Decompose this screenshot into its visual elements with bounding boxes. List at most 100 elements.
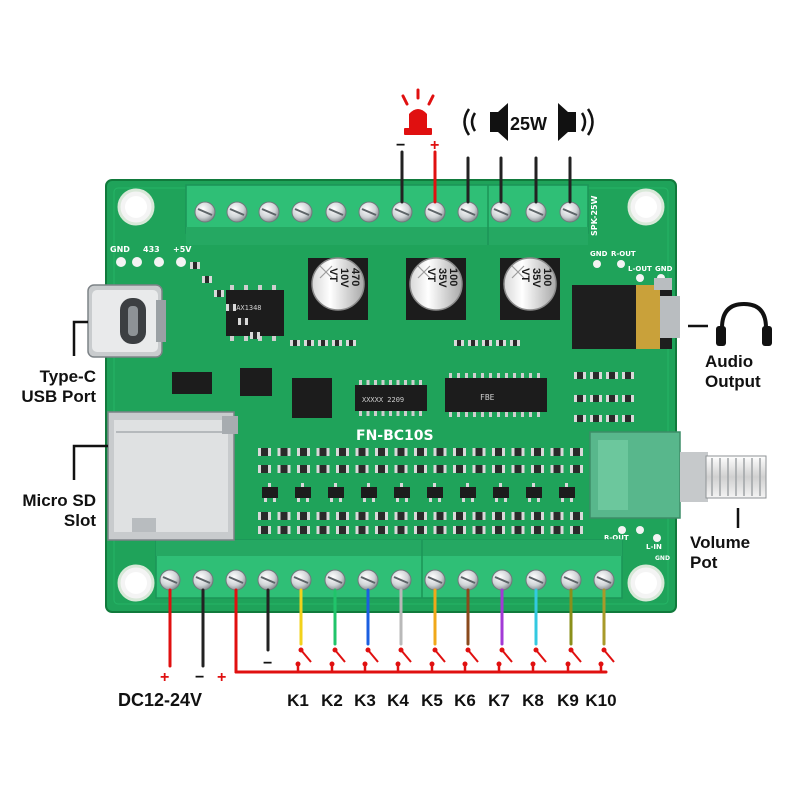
- alarm-light-icon: [401, 88, 435, 135]
- smd-component: [318, 340, 328, 346]
- smd-component: [258, 465, 271, 473]
- wiring: [168, 150, 615, 674]
- audio-label-line2: Output: [705, 372, 761, 391]
- silk-5v: +5V: [173, 245, 192, 254]
- smd-component: [375, 512, 388, 520]
- mounting-hole: [627, 188, 665, 226]
- key-switch-icon: [598, 647, 615, 672]
- smd-component: [622, 415, 634, 422]
- smd-component: [277, 512, 291, 520]
- power-minus: −: [195, 669, 204, 686]
- amp-ic: XXXXX 2209: [355, 385, 427, 411]
- smd-component: [622, 372, 634, 379]
- terminal-screw-top: [391, 201, 413, 223]
- terminal-screw-bottom: [593, 569, 615, 591]
- smd-component: [482, 340, 492, 346]
- volume-label-line1: Volume: [690, 533, 750, 552]
- amp-ic-label: XXXXX 2209: [362, 396, 404, 404]
- smd-component: [511, 526, 525, 534]
- smd-component: [570, 512, 583, 520]
- transistor: [559, 483, 575, 502]
- common-plus: +: [217, 669, 226, 686]
- smd-component: [414, 512, 427, 520]
- terminal-screw-top: [258, 201, 280, 223]
- smd-component: [394, 526, 408, 534]
- terminal-screw-top: [291, 201, 313, 223]
- smd-component: [190, 262, 200, 269]
- mounting-hole: [117, 564, 155, 602]
- key-label: K4: [387, 691, 409, 710]
- smd-component: [606, 372, 618, 379]
- smd-component: [472, 465, 486, 473]
- smd-component: [336, 526, 349, 534]
- smd-component: [277, 448, 291, 456]
- speaker-power: 25W: [510, 114, 547, 134]
- smd-component: [355, 465, 369, 473]
- smd-component: [531, 526, 544, 534]
- smd-component: [433, 448, 447, 456]
- key-switch-icon: [530, 647, 547, 672]
- mounting-hole: [627, 564, 665, 602]
- smd-component: [453, 512, 466, 520]
- terminal-screw-top: [325, 201, 347, 223]
- smd-component: [238, 318, 248, 325]
- transistor: [394, 483, 410, 502]
- smd-component: [453, 465, 466, 473]
- key-label: K1: [287, 691, 309, 710]
- smd-component: [433, 512, 447, 520]
- capacitor-label: VT: [327, 268, 339, 282]
- smd-component: [258, 512, 271, 520]
- smd-component: [511, 448, 525, 456]
- smd-component: [336, 448, 349, 456]
- terminal-screw-top: [490, 201, 512, 223]
- smd-component: [375, 465, 388, 473]
- key-label: K9: [557, 691, 579, 710]
- smd-component: [472, 526, 486, 534]
- smd-component: [226, 304, 236, 311]
- silk-gnd-right-2: GND: [655, 265, 673, 273]
- transistor: [361, 483, 377, 502]
- terminal-screw-bottom: [324, 569, 346, 591]
- smd-component: [472, 448, 486, 456]
- capacitor-label: VT: [519, 268, 531, 282]
- terminal-screw-bottom: [159, 569, 181, 591]
- terminal-block-top: [185, 184, 589, 245]
- type-c-port: [87, 284, 166, 358]
- smd-component: [394, 448, 408, 456]
- smd-component: [297, 448, 310, 456]
- smd-component: [492, 448, 505, 456]
- smd-component: [297, 512, 310, 520]
- headphones-icon: [716, 301, 772, 346]
- silk-l-in: L-IN: [646, 543, 662, 551]
- key-switch-icon: [295, 647, 312, 672]
- silk-gnd-bottom: GND: [655, 555, 670, 562]
- key-switch-icon: [496, 647, 513, 672]
- smd-component: [414, 526, 427, 534]
- smd-component: [492, 526, 505, 534]
- key-label: K8: [522, 691, 544, 710]
- smd-component: [304, 340, 314, 346]
- key-switch-icon: [565, 647, 582, 672]
- smd-component: [570, 465, 583, 473]
- smd-component: [550, 526, 564, 534]
- transistor: [295, 483, 311, 502]
- capacitor-label: 35V: [530, 268, 542, 288]
- capacitor-label: 10V: [338, 268, 350, 288]
- key-switch-icon: [462, 647, 479, 672]
- smd-component: [316, 512, 330, 520]
- smd-component: [453, 526, 466, 534]
- terminal-screw-bottom: [225, 569, 247, 591]
- transistor: [427, 483, 443, 502]
- key-label: K5: [421, 691, 443, 710]
- terminal-screw-top: [424, 201, 446, 223]
- smd-component: [316, 526, 330, 534]
- smd-component: [332, 340, 342, 346]
- smd-component: [492, 465, 505, 473]
- smd-component: [355, 512, 369, 520]
- silk-r-out: R-OUT: [611, 250, 636, 258]
- smd-component: [531, 448, 544, 456]
- smd-component: [414, 448, 427, 456]
- regulator: [172, 368, 332, 418]
- alarm-plus: +: [430, 137, 439, 154]
